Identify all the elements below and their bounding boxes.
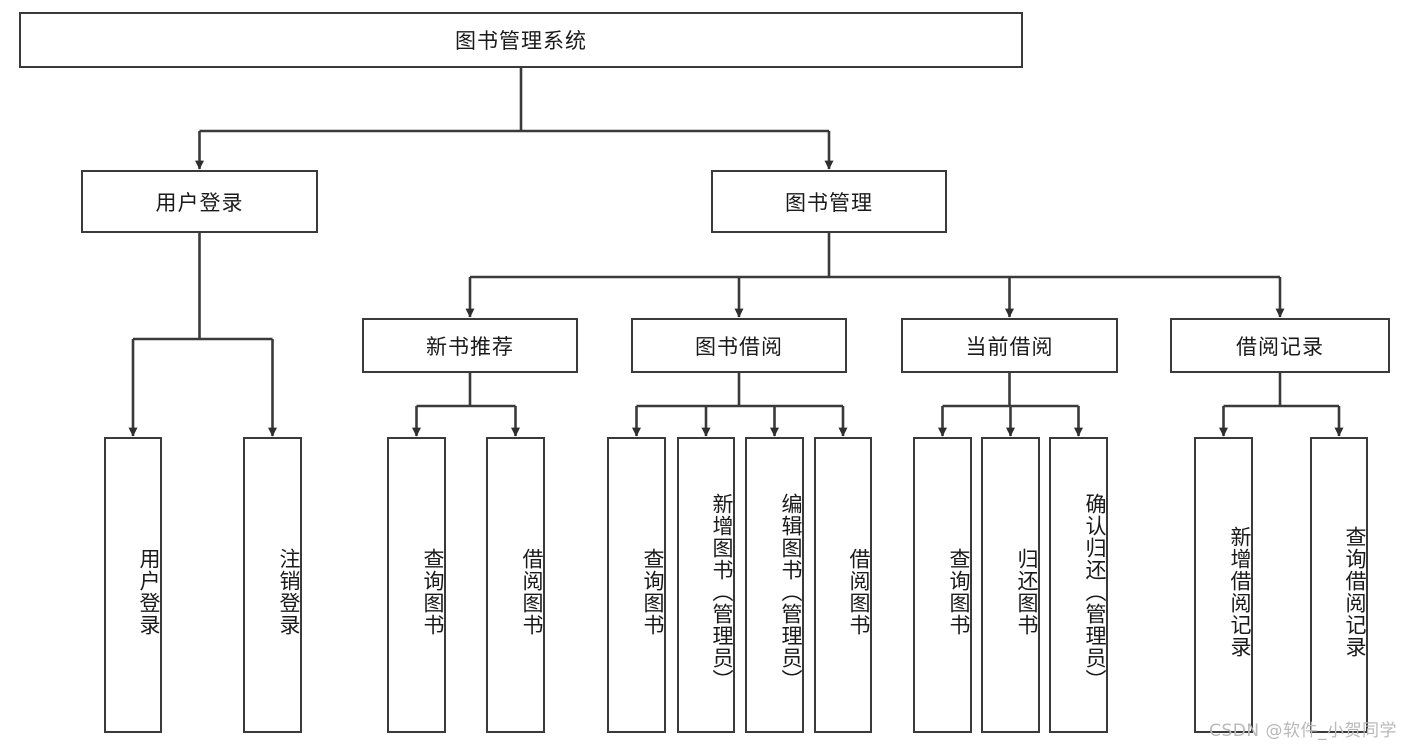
node-book-manage[interactable]: 图书管理 [711, 170, 947, 233]
node-borrow-record[interactable]: 借阅记录 [1170, 318, 1390, 373]
node-label: 新增图书（管理员） [710, 493, 734, 691]
node-label: 借阅图书 [520, 548, 544, 636]
node-leaf-add-book[interactable]: 新增图书（管理员） [677, 437, 735, 733]
node-leaf-query-record[interactable]: 查询借阅记录 [1310, 437, 1368, 733]
node-label: 用户登录 [155, 190, 244, 215]
node-label: 借阅图书 [847, 548, 871, 636]
node-book-borrow[interactable]: 图书借阅 [631, 318, 847, 373]
watermark-text: CSDN @软件_小贺同学 [1209, 721, 1397, 741]
node-label: 注销登录 [277, 548, 301, 636]
node-label: 编辑图书（管理员） [779, 493, 803, 691]
node-label: 查询借阅记录 [1343, 526, 1367, 658]
node-leaf-user-logout[interactable]: 注销登录 [243, 437, 302, 733]
node-label: 新书推荐 [426, 334, 514, 359]
node-label: 新增借阅记录 [1228, 526, 1252, 658]
node-leaf-add-record[interactable]: 新增借阅记录 [1194, 437, 1253, 733]
node-new-book-rec[interactable]: 新书推荐 [362, 318, 578, 373]
node-label: 图书借阅 [695, 334, 783, 359]
node-leaf-edit-book[interactable]: 编辑图书（管理员） [745, 437, 804, 733]
node-leaf-query-book-1[interactable]: 查询图书 [387, 437, 446, 733]
node-label: 查询图书 [421, 548, 445, 636]
node-label: 图书管理 [785, 190, 873, 215]
node-label: 图书管理系统 [455, 29, 587, 53]
node-leaf-user-login[interactable]: 用户登录 [104, 437, 162, 733]
node-leaf-borrow-book-1[interactable]: 借阅图书 [486, 437, 545, 733]
node-leaf-query-book-2[interactable]: 查询图书 [607, 437, 666, 733]
node-label: 确认归还（管理员） [1083, 493, 1107, 691]
node-current-borrow[interactable]: 当前借阅 [901, 318, 1118, 373]
node-leaf-return-book[interactable]: 归还图书 [981, 437, 1040, 733]
node-root[interactable]: 图书管理系统 [19, 12, 1023, 68]
node-user-login[interactable]: 用户登录 [81, 170, 318, 233]
node-label: 用户登录 [137, 548, 161, 636]
node-label: 查询图书 [947, 548, 971, 636]
node-leaf-borrow-book-2[interactable]: 借阅图书 [814, 437, 872, 733]
node-label: 借阅记录 [1236, 334, 1324, 359]
node-label: 归还图书 [1015, 548, 1039, 636]
node-leaf-query-book-3[interactable]: 查询图书 [913, 437, 972, 733]
node-leaf-confirm-return[interactable]: 确认归还（管理员） [1049, 437, 1108, 733]
node-label: 查询图书 [641, 548, 665, 636]
node-label: 当前借阅 [965, 334, 1054, 359]
